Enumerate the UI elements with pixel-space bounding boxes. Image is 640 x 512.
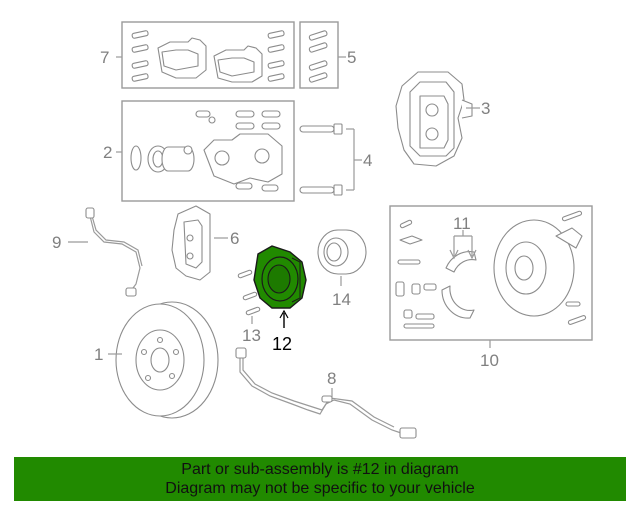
parking-brake-shoes[interactable] (449, 230, 477, 260)
callout-1: 1 (94, 345, 103, 364)
wheel-bearing[interactable] (317, 229, 367, 286)
wheel-studs[interactable] (237, 269, 261, 324)
info-banner: Part or sub-assembly is #12 in diagram D… (14, 457, 626, 501)
callout-11: 11 (453, 214, 471, 233)
brake-pad-set-box[interactable] (116, 21, 295, 89)
callout-10: 10 (480, 351, 499, 370)
callout-6: 6 (230, 229, 239, 248)
callout-5: 5 (347, 48, 356, 67)
banner-line-1: Part or sub-assembly is #12 in diagram (181, 461, 459, 478)
callout-3: 3 (481, 99, 490, 118)
callout-14: 14 (332, 290, 351, 309)
callout-4: 4 (363, 151, 372, 170)
parts-diagram: 7 5 (52, 21, 593, 439)
parking-brake-box[interactable] (389, 205, 593, 348)
brake-hose[interactable] (68, 207, 143, 297)
brake-caliper[interactable] (395, 71, 480, 167)
pad-clip-box[interactable] (299, 21, 346, 89)
callout-13: 13 (242, 326, 261, 345)
callout-2: 2 (103, 143, 112, 162)
banner-line-2: Diagram may not be specific to your vehi… (165, 480, 475, 497)
caliper-components-box[interactable] (116, 100, 295, 202)
brake-rotor[interactable] (108, 301, 219, 419)
wheel-speed-sensor[interactable] (235, 347, 417, 439)
callout-12: 12 (272, 334, 292, 354)
dust-shield-highlighted[interactable] (253, 245, 307, 328)
callout-7: 7 (100, 48, 109, 67)
caliper-bolts[interactable] (299, 123, 362, 196)
callout-8: 8 (327, 369, 336, 388)
caliper-bracket[interactable] (171, 205, 228, 281)
callout-9: 9 (52, 233, 61, 252)
